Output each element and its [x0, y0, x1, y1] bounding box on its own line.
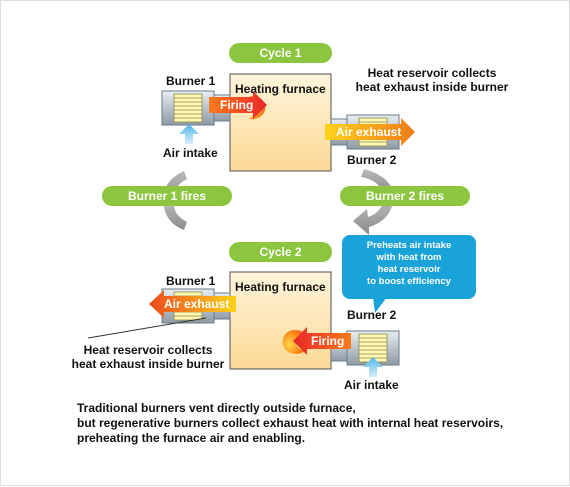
cycle2-pill: Cycle 2 [229, 242, 332, 262]
cycle1-exhaust-label: Air exhaust [336, 125, 402, 139]
footer-line-2: but regenerative burners collect exhaust… [77, 416, 504, 430]
efficiency-callout: Preheats air intake with heat from heat … [342, 235, 476, 299]
cycle1-firing-label: Firing [220, 98, 254, 112]
cycle1-firing-arrow [209, 91, 267, 119]
cycle1-burner1-label: Burner 1 [166, 74, 216, 88]
cycle2-firing-arrow [293, 327, 351, 355]
cycle1-reservoir-note-line1: Heat reservoir collects [367, 66, 497, 80]
cycle2-burner1-label: Burner 1 [166, 274, 216, 288]
cycle1-reservoir-note: Heat reservoir collects heat exhaust ins… [347, 66, 517, 94]
footer-description: Traditional burners vent directly outsid… [77, 401, 547, 446]
transition-right-pill: Burner 2 fires [340, 186, 470, 206]
cycle1-reservoir-note-line2: heat exhaust inside burner [355, 80, 509, 94]
cycle1-burner1 [161, 90, 231, 126]
footer-line-3: preheating the furnace air and enabling. [77, 431, 306, 445]
cycle1-intake-arrow [179, 124, 199, 144]
cycle2-exhaust-arrow [149, 290, 236, 318]
cycle1-exhaust-arrow [325, 118, 415, 146]
transition-arrow-right-bottom [353, 201, 393, 235]
callout-line-4: to boost efficiency [367, 276, 451, 287]
cycle2-intake-label: Air intake [344, 378, 399, 392]
cycle2-note-leader [87, 317, 207, 339]
cycle1-furnace-label: Heating furnace [235, 82, 326, 96]
transition-left-pill: Burner 1 fires [102, 186, 232, 206]
callout-pointer [373, 297, 387, 313]
cycle2-exhaust-label: Air exhaust [164, 297, 230, 311]
cycle2-burner2-label: Burner 2 [347, 308, 397, 322]
callout-line-1: Preheats air intake [366, 240, 452, 251]
cycle2-reservoir-note-line1: Heat reservoir collects [83, 343, 213, 357]
cycle2-furnace [229, 271, 332, 370]
cycle1-furnace [229, 73, 332, 172]
cycle2-firing-label: Firing [311, 334, 345, 348]
cycle2-reservoir-note-line2: heat exhaust inside burner [71, 357, 225, 371]
footer-line-1: Traditional burners vent directly outsid… [77, 401, 356, 415]
cycle1-intake-label: Air intake [163, 146, 218, 160]
callout-line-2: with heat from [376, 252, 442, 263]
callout-line-3: heat reservoir [377, 264, 441, 275]
cycle1-pill: Cycle 1 [229, 43, 332, 63]
transition-arrow-left-bottom [164, 204, 187, 230]
cycle2-reservoir-note: Heat reservoir collects heat exhaust ins… [63, 343, 233, 371]
cycle1-burner2-label: Burner 2 [347, 153, 397, 167]
cycle2-intake-arrow [363, 357, 383, 377]
cycle2-furnace-label: Heating furnace [235, 280, 326, 294]
